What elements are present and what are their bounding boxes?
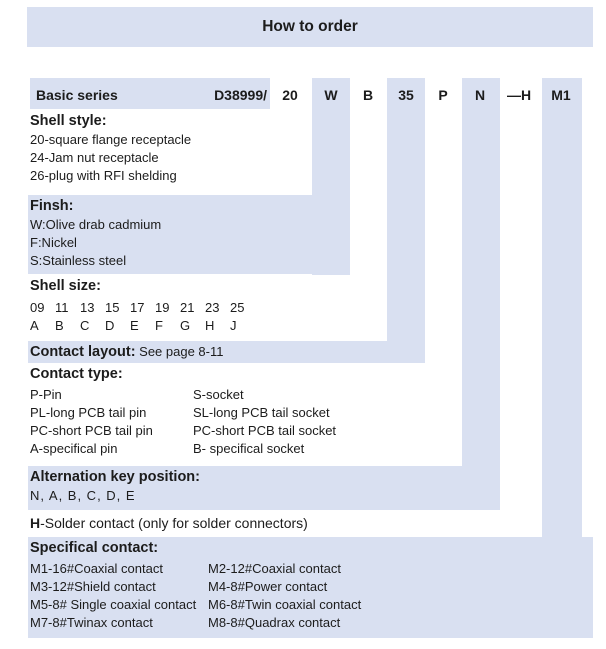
column-stripe-key-position: [462, 78, 500, 510]
size-code: E: [130, 318, 139, 333]
contact-type-row: P-Pin S-socket: [30, 386, 336, 404]
section-title: Contact layout:: [30, 344, 136, 360]
size-value: 13: [80, 300, 95, 315]
size-code: F: [155, 318, 163, 333]
solder-code: H: [30, 515, 41, 531]
key-position-options: N, A, B, C, D, E: [30, 488, 136, 503]
section-alternation-key: Alternation key position: N, A, B, C, D,…: [28, 466, 500, 510]
part-code-contact-type: P: [438, 87, 448, 103]
section-title: Shell style:: [30, 113, 107, 129]
part-code-key-position: N: [474, 87, 486, 103]
shell-size-letters: A B C D E F G H J: [30, 317, 255, 335]
size-code: D: [105, 318, 115, 333]
size-value: 25: [230, 300, 245, 315]
part-code-solder: —H: [506, 87, 532, 103]
page-title-bar: How to order: [27, 7, 593, 47]
shell-size-numbers: 09 11 13 15 17 19 21 23 25: [30, 299, 255, 317]
specifical-contact-row: M3-12#Shield contact M4-8#Power contact: [30, 578, 593, 596]
section-title: Shell size:: [30, 278, 101, 294]
socket-option: S-socket: [193, 387, 244, 402]
size-code: B: [55, 318, 64, 333]
solder-description: -Solder contact (only for solder connect…: [40, 515, 308, 531]
size-value: 11: [55, 300, 69, 315]
contact-option: M6-8#Twin coaxial contact: [208, 597, 362, 612]
contact-option: M3-12#Shield contact: [30, 579, 156, 594]
basic-series-bar: [30, 78, 270, 109]
contact-option: M7-8#Twinax contact: [30, 615, 153, 630]
section-item: W:Olive drab cadmium: [30, 217, 162, 232]
size-code: C: [80, 318, 90, 333]
specifical-contact-row: M1-16#Coaxial contact M2-12#Coaxial cont…: [30, 560, 593, 578]
section-item: 24-Jam nut receptacle: [30, 150, 159, 165]
contact-option: M1-16#Coaxial contact: [30, 561, 163, 576]
specifical-contact-row: M5-8# Single coaxial contact M6-8#Twin c…: [30, 596, 593, 614]
contact-type-row: PC-short PCB tail pin PC-short PCB tail …: [30, 422, 336, 440]
section-item: 20-square flange receptacle: [30, 132, 192, 147]
part-code-shell-style: 20: [282, 87, 298, 103]
contact-option: M8-8#Quadrax contact: [208, 615, 341, 630]
section-note: See page 8-11: [139, 344, 224, 359]
section-specifical-contact: Specifical contact: M1-16#Coaxial contac…: [28, 537, 593, 638]
size-value: 21: [180, 300, 195, 315]
section-title: Alternation key position:: [30, 469, 200, 485]
socket-option: B- specifical socket: [193, 441, 305, 456]
part-code-shell-size: B: [362, 87, 374, 103]
pin-option: PC-short PCB tail pin: [30, 423, 153, 438]
size-value: 09: [30, 300, 45, 315]
size-value: 23: [205, 300, 220, 315]
section-finish: Finsh: W:Olive drab cadmium F:Nickel S:S…: [28, 195, 350, 274]
contact-option: M2-12#Coaxial contact: [208, 561, 341, 576]
section-item: F:Nickel: [30, 235, 77, 250]
size-code: H: [205, 318, 215, 333]
part-code-specifical: M1: [551, 87, 571, 103]
socket-option: PC-short PCB tail socket: [193, 423, 337, 438]
section-title: Contact type:: [30, 366, 123, 382]
size-value: 15: [105, 300, 120, 315]
basic-series-label: Basic series: [36, 87, 118, 103]
pin-option: P-Pin: [30, 387, 62, 402]
specifical-contact-row: M7-8#Twinax contact M8-8#Quadrax contact: [30, 614, 593, 632]
contact-type-row: A-specifical pin B- specifical socket: [30, 440, 336, 458]
size-code: A: [30, 318, 39, 333]
size-code: J: [230, 318, 237, 333]
pin-option: PL-long PCB tail pin: [30, 405, 147, 420]
section-title: Specifical contact:: [30, 540, 159, 556]
section-solder-contact: H-Solder contact (only for solder connec…: [30, 513, 308, 533]
section-contact-layout: Contact layout: See page 8-11: [28, 341, 425, 363]
contact-type-row: PL-long PCB tail pin SL-long PCB tail so…: [30, 404, 336, 422]
section-item: S:Stainless steel: [30, 253, 127, 268]
socket-option: SL-long PCB tail socket: [193, 405, 330, 420]
section-title: Finsh:: [30, 198, 74, 214]
column-stripe-contact-layout: [387, 78, 425, 363]
size-value: 19: [155, 300, 170, 315]
size-code: G: [180, 318, 191, 333]
pin-option: A-specifical pin: [30, 441, 118, 456]
section-item: 26-plug with RFI shelding: [30, 168, 177, 183]
section-shell-style: Shell style: 20-square flange receptacle…: [30, 112, 191, 185]
contact-option: M4-8#Power contact: [208, 579, 328, 594]
part-code-contact-layout: 35: [398, 87, 414, 103]
section-contact-type: Contact type: P-Pin S-socket PL-long PCB…: [30, 365, 336, 458]
part-code-finish: W: [324, 87, 338, 103]
part-prefix: D38999/: [214, 87, 267, 103]
contact-option: M5-8# Single coaxial contact: [30, 597, 197, 612]
size-value: 17: [130, 300, 145, 315]
section-shell-size: Shell size: 09 11 13 15 17 19 21 23 25 A…: [30, 277, 255, 335]
page-title: How to order: [262, 18, 358, 35]
